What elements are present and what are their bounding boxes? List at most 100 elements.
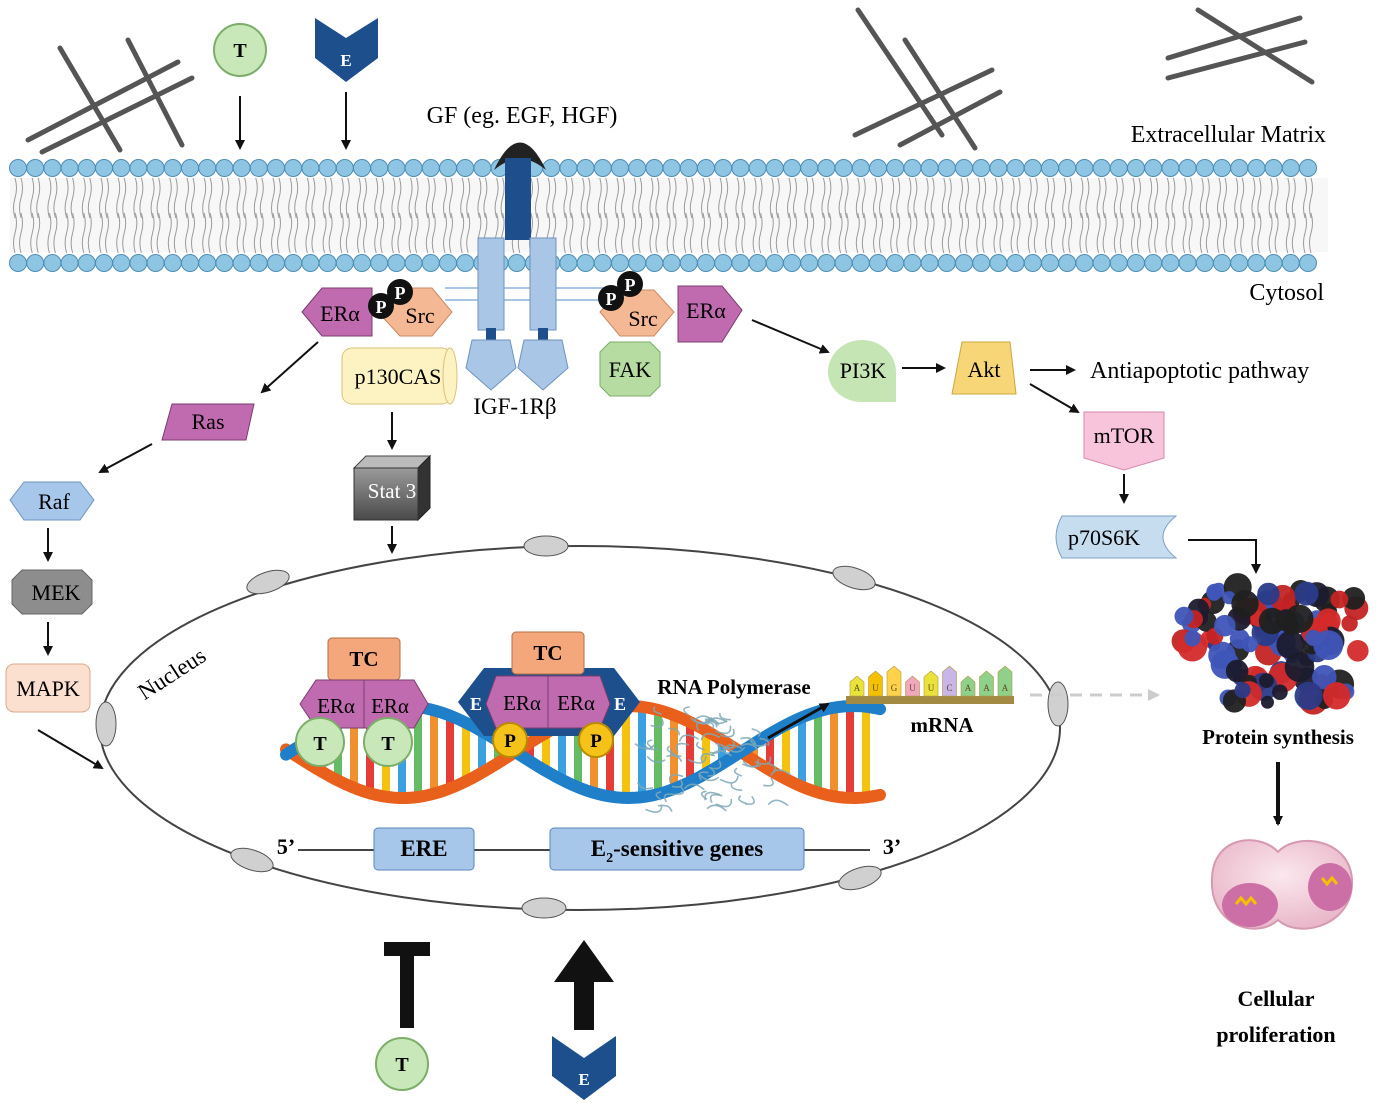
mapk: MAPK	[5, 663, 91, 713]
nucleus-envelope	[95, 535, 1069, 919]
phospho-right: P P	[598, 271, 643, 311]
rna-polymerase-label: RNA Polymerase	[657, 675, 810, 699]
svg-text:TC: TC	[349, 647, 378, 671]
protein-molecule-image	[1171, 573, 1369, 715]
svg-text:MAPK: MAPK	[16, 676, 80, 701]
extracellular-matrix-label: Extracellular Matrix	[1131, 122, 1326, 148]
igf1rb-label: IGF-1Rβ	[473, 394, 556, 419]
akt: Akt	[951, 341, 1017, 395]
testosterone-bound-1: T	[295, 717, 345, 767]
svg-text:P: P	[625, 275, 636, 295]
phospho-dimer-1: P	[492, 722, 528, 758]
mrna-base: A	[1002, 683, 1009, 693]
rna-polymerase-image	[634, 706, 792, 813]
testosterone-ligand-bottom: T	[375, 1037, 429, 1091]
mrna-base: U	[909, 683, 916, 693]
svg-text:T: T	[395, 1054, 409, 1076]
svg-text:ERα: ERα	[686, 298, 726, 323]
cellular-label: Cellular	[1238, 986, 1315, 1011]
cell-membrane	[9, 159, 1328, 272]
mrna-base: U	[928, 683, 935, 693]
tc-left: TC	[327, 637, 401, 681]
svg-text:ERα: ERα	[371, 694, 409, 718]
pi3k: PI3K	[828, 340, 896, 402]
arrow-mapk-to-nucleus	[37, 729, 104, 770]
mrna-base: A	[965, 683, 972, 693]
mtor: mTOR	[1083, 411, 1165, 471]
arrow-era-to-ras	[260, 341, 319, 394]
tc-right: TC	[511, 631, 585, 675]
ere-label: ERE	[400, 836, 447, 861]
testosterone-ligand-top: T	[213, 23, 267, 77]
phospho-dimer-2: P	[578, 722, 614, 758]
svg-text:E: E	[470, 694, 482, 714]
svg-text:E: E	[614, 694, 626, 714]
era-right: ERα	[677, 285, 743, 343]
svg-text:ERα: ERα	[557, 691, 595, 715]
svg-text:Src: Src	[405, 303, 435, 328]
activation-arrow	[554, 940, 614, 1030]
era-dimer-left: ERα ERα	[299, 679, 429, 729]
igf1r-receptor	[445, 158, 620, 391]
three-prime-label: 3’	[883, 834, 901, 859]
mrna-base: A	[854, 683, 861, 693]
svg-text:P: P	[376, 297, 387, 317]
estrogen-ligand-bottom: E	[552, 1036, 616, 1100]
gene-track	[298, 827, 870, 871]
arrow-ras-to-raf	[98, 443, 153, 473]
svg-text:P: P	[504, 731, 516, 752]
svg-text:ERα: ERα	[317, 694, 355, 718]
inhibition-symbol	[384, 942, 430, 1028]
svg-text:p70S6K: p70S6K	[1068, 525, 1140, 550]
svg-text:mTOR: mTOR	[1094, 423, 1155, 448]
svg-text:Ras: Ras	[192, 409, 225, 434]
svg-text:Stat 3: Stat 3	[368, 479, 416, 503]
cytosol-label: Cytosol	[1249, 280, 1324, 306]
extracellular-matrix-fibers	[25, 7, 1315, 155]
svg-text:TC: TC	[533, 641, 562, 665]
ras: Ras	[161, 403, 255, 441]
e2-sensitive-genes-label: E2-sensitive genes	[591, 836, 764, 866]
stat3: Stat 3	[352, 454, 432, 522]
arrow-p70s6k-to-protein	[1188, 539, 1261, 574]
svg-text:P: P	[395, 283, 406, 303]
svg-text:T: T	[313, 733, 327, 755]
protein-synthesis-label: Protein synthesis	[1202, 725, 1354, 749]
raf: Raf	[9, 481, 95, 521]
svg-text:E: E	[578, 1070, 589, 1089]
mek: MEK	[11, 569, 93, 615]
mrna-base: A	[983, 683, 990, 693]
antiapoptotic-label: Antiapoptotic pathway	[1090, 358, 1309, 384]
phospho-left: P P	[368, 279, 413, 319]
p70s6k: p70S6K	[1055, 515, 1178, 559]
arrow-akt-to-mtor	[1029, 383, 1080, 414]
testosterone-label: T	[233, 40, 247, 62]
gf-ligand	[494, 142, 546, 170]
estrogen-ligand-top: E	[315, 18, 378, 82]
svg-text:P: P	[606, 289, 617, 309]
svg-text:FAK: FAK	[609, 357, 651, 382]
estrogen-label: E	[340, 51, 351, 70]
mrna-base: C	[946, 683, 952, 693]
five-prime-label: 5’	[277, 834, 295, 859]
mrna-base: U	[872, 683, 879, 693]
svg-text:Src: Src	[628, 306, 658, 331]
svg-text:ERα: ERα	[320, 301, 360, 326]
svg-text:T: T	[381, 733, 395, 755]
mrna-label: mRNA	[911, 713, 975, 737]
svg-text:PI3K: PI3K	[840, 358, 887, 383]
fak: FAK	[599, 341, 661, 397]
arrow-polymerase-to-mrna	[767, 702, 830, 740]
mrna-base: G	[891, 683, 898, 693]
svg-text:p130CAS: p130CAS	[355, 364, 442, 389]
gf-label: GF (eg. EGF, HGF)	[427, 103, 618, 129]
arrow-era-to-pi3k	[751, 319, 830, 354]
svg-text:MEK: MEK	[32, 580, 81, 605]
dividing-cell-image	[1210, 839, 1354, 930]
svg-text:Akt: Akt	[968, 357, 1001, 382]
era-dimer-right: ERα ERα	[485, 675, 611, 729]
svg-text:P: P	[590, 731, 602, 752]
